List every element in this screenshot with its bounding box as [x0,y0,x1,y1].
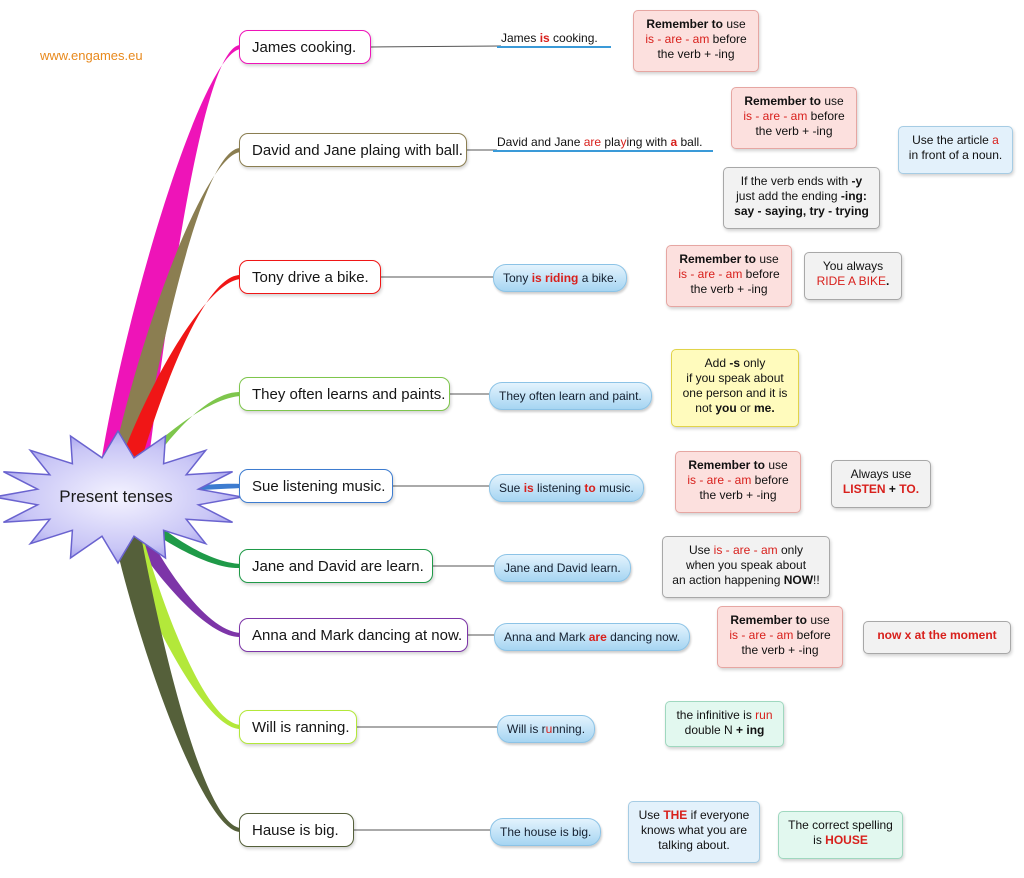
corrected-sentence: David and Jane are playing with a ball. [497,135,703,149]
corrected-sentence: Jane and David learn. [494,554,631,582]
corrected-sentence: Tony is riding a bike. [493,264,628,292]
connector-line [370,45,502,48]
corrected-underline [493,150,713,152]
corrected-sentence: The house is big. [490,818,602,846]
corrected-sentence: Will is running. [497,715,596,743]
corrected-sentence: Anna and Mark are dancing now. [494,623,691,651]
tip-note: now x at the moment [863,621,1011,654]
branch-curve [106,147,241,498]
branch-curve [109,274,241,497]
sentence-node[interactable]: Will is ranning. [239,710,357,744]
sentence-node[interactable]: Tony drive a bike. [239,260,381,294]
corrected-sentence: James is cooking. [501,31,598,45]
hub-label: Present tenses [59,487,173,506]
sentence-node[interactable]: They often learns and paints. [239,377,450,411]
sentence-node[interactable]: Jane and David are learn. [239,549,433,583]
hub-starburst [0,430,243,565]
sentence-node[interactable]: Anna and Mark dancing at now. [239,618,468,652]
corrected-underline [497,46,611,48]
corrected-sentence: Sue is listening to music. [489,474,644,502]
site-url: www.engames.eu [40,48,143,63]
corrected-sentence: They often learn and paint. [489,382,652,410]
sentence-node[interactable]: Sue listening music. [239,469,393,503]
branch-curve [106,497,241,833]
sentence-node[interactable]: Hause is big. [239,813,354,847]
sentence-node[interactable]: David and Jane plaing with ball. [239,133,467,167]
sentence-node[interactable]: James cooking. [239,30,371,64]
